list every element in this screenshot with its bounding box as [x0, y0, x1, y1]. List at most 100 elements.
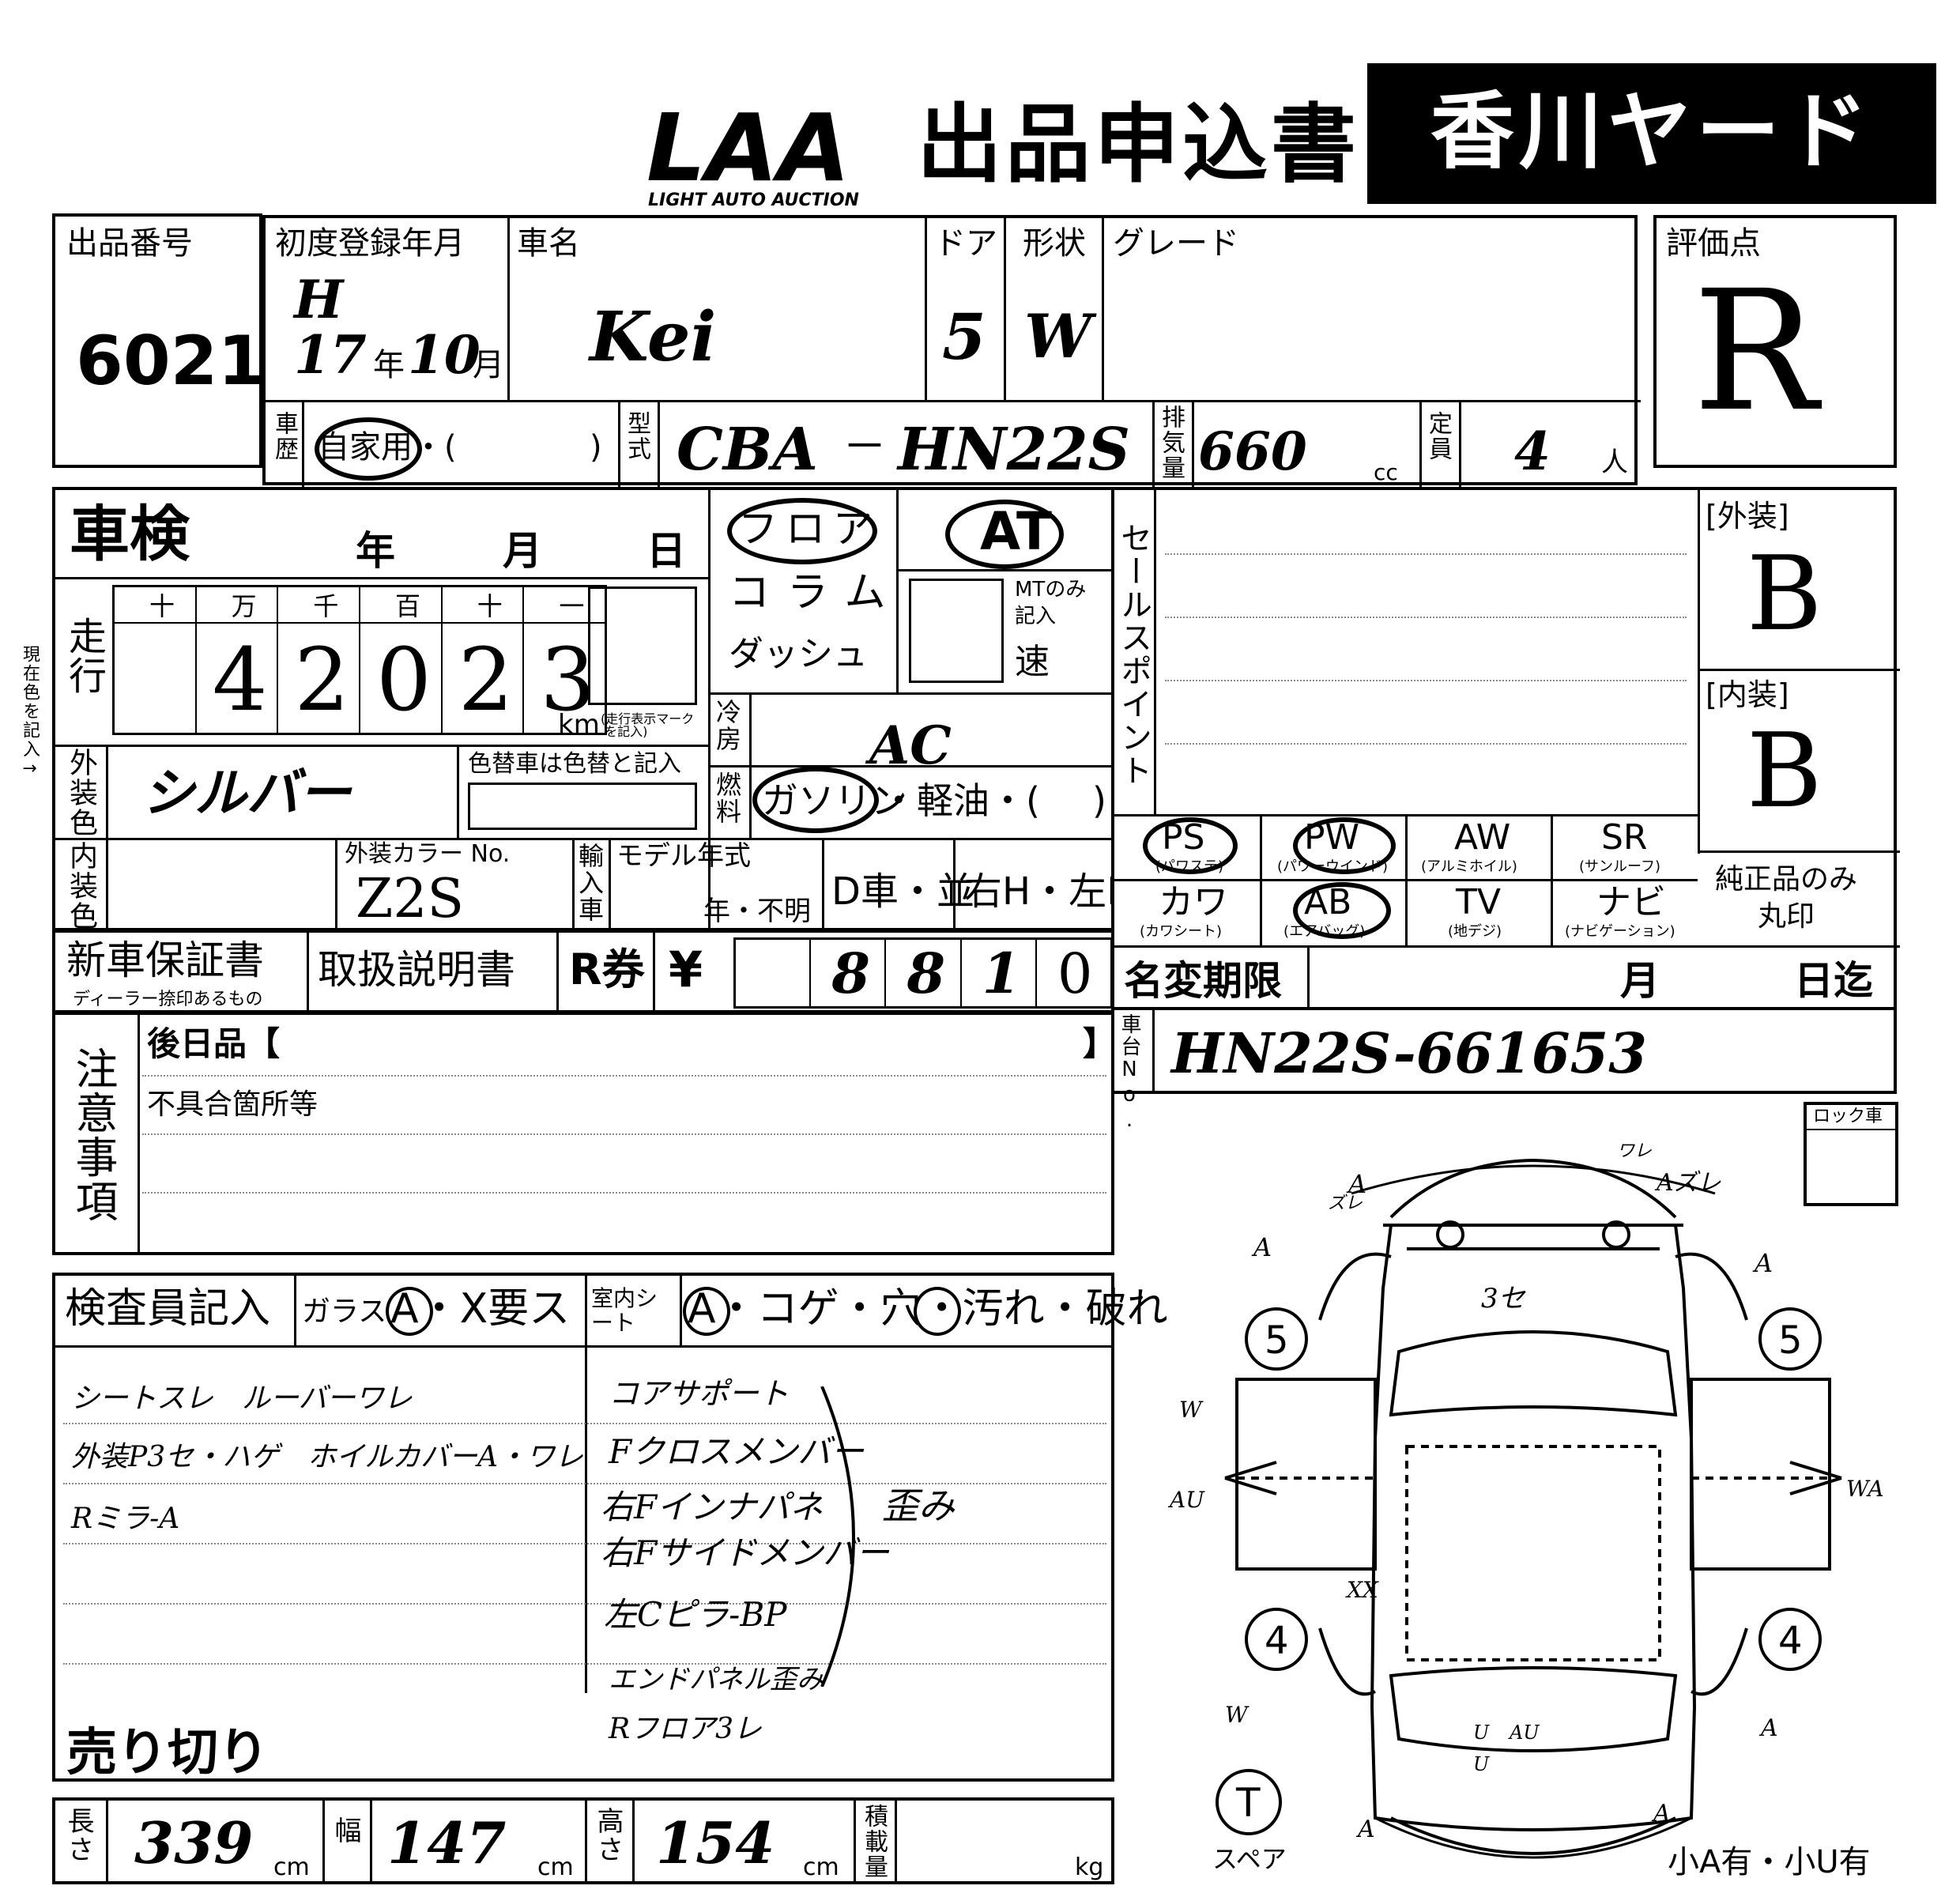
aircon-label: 冷房 — [712, 699, 742, 752]
tire-fr: 5 — [1778, 1318, 1803, 1363]
later-items-close: 】 — [1083, 1024, 1117, 1063]
inspector-note-left-1: 外装P3セ・ハゲ ホイルカバーA・ワレ — [71, 1441, 584, 1473]
inspector-note-left-0: シートスレ ルーバーワレ — [71, 1382, 413, 1415]
dealer-option: D車・並 — [831, 869, 974, 914]
length-label: 長さ — [62, 1807, 94, 1864]
fuel-label: 燃料 — [712, 771, 742, 825]
model-prefix: CBA — [677, 416, 818, 484]
manual-label: 取扱説明書 — [318, 947, 515, 993]
model-dash: － — [842, 421, 887, 473]
glass-a-circle — [386, 1287, 433, 1336]
mark-front-right-a-zure: Aズレ — [1657, 1169, 1721, 1197]
transmission-circle — [945, 500, 1064, 569]
laa-logo: LAA LIGHT AUTO AUCTION — [646, 93, 899, 212]
height-label: 高さ — [592, 1807, 624, 1864]
inspector-note-right-1: Fクロスメンバー — [609, 1432, 865, 1471]
mark-front-left-a: A — [1348, 1169, 1367, 1199]
mark-right-fender-a: A — [1755, 1248, 1773, 1278]
spare-label: スペア — [1212, 1844, 1287, 1874]
recycle-label: R券 — [569, 945, 645, 994]
fuel-gasoline-circle — [752, 767, 879, 833]
shaken-month-label: 月 — [503, 528, 542, 574]
lock-label: ロック車 — [1813, 1107, 1883, 1126]
mark-left-door-w: W — [1179, 1397, 1202, 1423]
width-value: 147 — [387, 1809, 507, 1876]
mark-hood-3se: 3セ — [1481, 1283, 1525, 1314]
inspector-note-right-5: エンドパネル歪み — [609, 1664, 824, 1695]
recycle-digit-3: 1 — [982, 941, 1021, 1006]
recycle-digit-4: 0 — [1057, 941, 1093, 1006]
load-unit: kg — [1075, 1854, 1104, 1881]
sales-box: セールスポイント [外装] B [内装] B 純正品のみ 丸印 PS (パワステ… — [1111, 487, 1900, 1013]
cc-unit: cc — [1374, 459, 1398, 485]
inspector-note-left-2: Rミラ-A — [71, 1503, 180, 1535]
option-navi-sub: (ナビゲーション) — [1565, 923, 1675, 940]
mark-left-fender-a: A — [1253, 1232, 1272, 1262]
svg-text:LAA: LAA — [646, 101, 850, 202]
svg-text:LIGHT AUTO AUCTION: LIGHT AUTO AUCTION — [648, 190, 859, 210]
inspector-note-right-2: 右Fインナパネ — [601, 1488, 824, 1526]
digit-header-5: 一 — [559, 591, 585, 621]
sales-point-label: セールスポイント — [1115, 522, 1152, 787]
vehicle-info-box: 初度登録年月 H 17 年 10 月 車名 Kei ドア 5 形状 W グレード… — [262, 215, 1641, 488]
mileage-digit-4: 2 — [458, 629, 514, 730]
option-tv-sub: (地デジ) — [1448, 923, 1502, 940]
shift-column: コラム — [729, 569, 903, 617]
option-leather-sub: (カワシート) — [1140, 923, 1223, 940]
fuel-close: ) — [1092, 779, 1106, 822]
mark-rear-left-xx: XX — [1347, 1577, 1378, 1603]
warranty-label: 新車保証書 — [66, 937, 264, 983]
first-registration-month: 10 — [408, 324, 481, 386]
car-name-value: Kei — [590, 297, 717, 377]
transfer-month: 月 — [1620, 958, 1660, 1004]
notes-box: 注意事項 後日品【 】 不具合箇所等 — [52, 1012, 1117, 1255]
mark-right-mirror-wa: WA — [1846, 1476, 1884, 1502]
chassis-label: 車台No. — [1118, 1013, 1141, 1133]
car-name-label: 車名 — [517, 225, 580, 262]
genuine-only-note: 純正品のみ 丸印 — [1715, 863, 1858, 933]
warranty-sub: ディーラー捺印あるもの — [73, 990, 263, 1009]
year-unit: 年 — [373, 347, 405, 383]
mark-left-mirror-au: AU — [1170, 1487, 1204, 1513]
model-code: HN22S — [898, 416, 1130, 484]
repaint-label: 色替車は色替と記入 — [468, 750, 681, 778]
history-close: ) — [590, 429, 602, 466]
digit-header-3: 百 — [395, 591, 421, 621]
history-label: 車歴 — [270, 411, 298, 462]
digit-header-0: 十 — [149, 591, 175, 621]
width-label: 幅 — [330, 1816, 361, 1845]
km-note: (走行表示マーク を記入) — [601, 711, 695, 739]
digit-header-4: 十 — [477, 591, 503, 621]
inspector-label: 検査員記入 — [65, 1285, 271, 1333]
yen-sign: ¥ — [669, 941, 703, 998]
venue-banner: 香川ヤード — [1367, 63, 1936, 204]
tire-fl: 5 — [1265, 1318, 1289, 1363]
notes-label: 注意事項 — [68, 1047, 118, 1224]
recycle-digit-2: 8 — [906, 941, 946, 1006]
height-unit: cm — [803, 1854, 839, 1881]
repaint-box — [468, 783, 697, 830]
color-no-value: Z2S — [356, 868, 465, 930]
mileage-digit-3: 0 — [376, 629, 432, 730]
transfer-deadline-label: 名変期限 — [1124, 958, 1282, 1004]
bracket-mark — [814, 1386, 877, 1688]
import-label: 輸入車 — [575, 843, 605, 923]
tire-rl: 4 — [1265, 1619, 1289, 1663]
handle-option: 右H・左H — [964, 869, 1136, 914]
height-value: 154 — [656, 1809, 775, 1876]
mt-speed-box — [909, 579, 1004, 683]
interior-grade: B — [1747, 711, 1822, 831]
option-aw: AW — [1454, 817, 1511, 858]
person-unit: 人 — [1601, 447, 1628, 478]
mark-rear-left-w: W — [1225, 1702, 1248, 1728]
month-unit: 月 — [473, 347, 504, 383]
chassis-box: 車台No. HN22S-661653 — [1111, 1007, 1897, 1133]
digit-header-2: 千 — [313, 591, 339, 621]
inspector-box: 検査員記入 ガラス A・X要ス 室内シート A・コゲ・穴・汚れ・破れ シートスレ… — [52, 1273, 1168, 1782]
spare-mark: T — [1235, 1780, 1261, 1826]
form-title: 出品申込書 — [917, 96, 1360, 194]
door-label: ドア — [934, 225, 997, 262]
option-navi: ナビ — [1596, 882, 1666, 922]
